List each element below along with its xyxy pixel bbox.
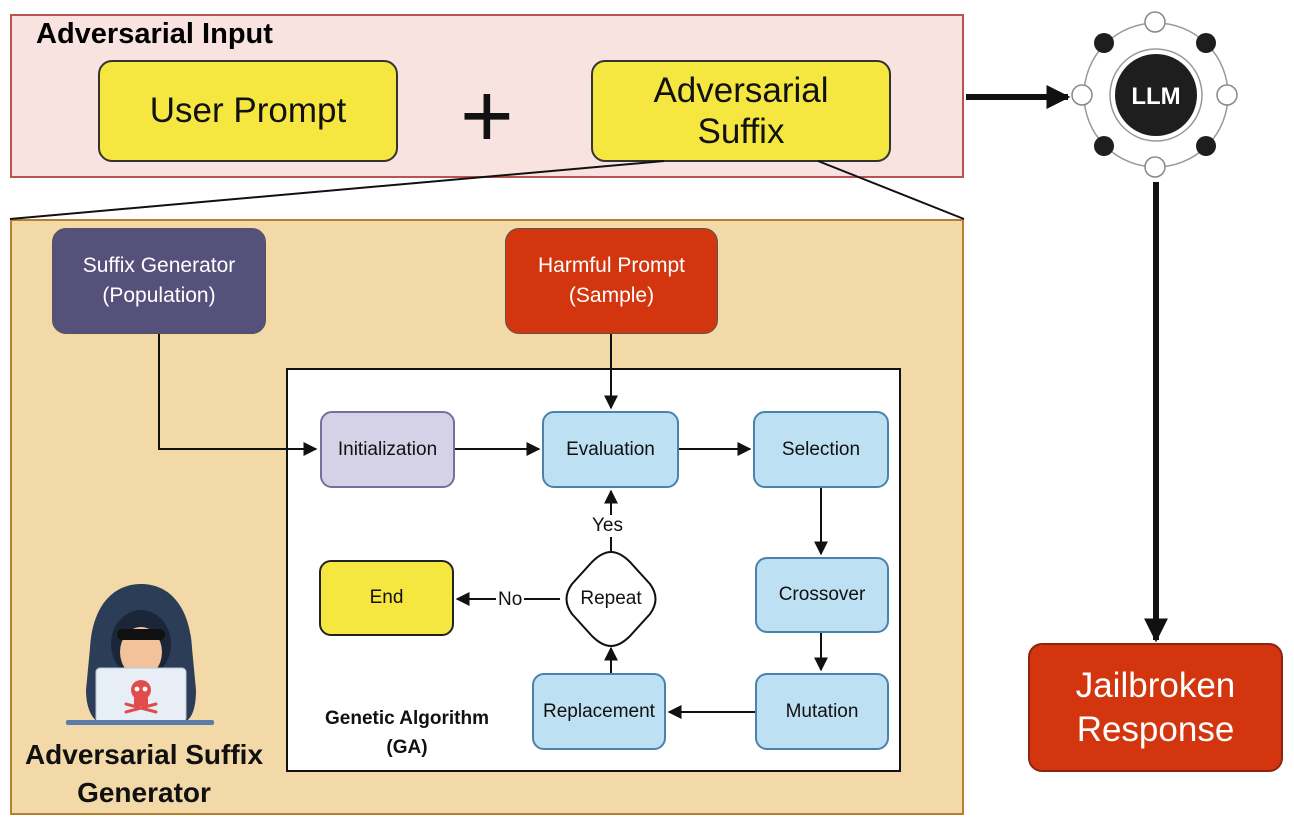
evaluation-box[interactable]: Evaluation [542, 411, 679, 488]
llm-node-dot [1094, 33, 1114, 53]
end-label: End [369, 587, 404, 608]
llm-node[interactable]: LLM [1071, 11, 1238, 178]
llm-label: LLM [1131, 83, 1180, 110]
crossover-box[interactable]: Crossover [755, 557, 889, 633]
llm-node-dot [1216, 84, 1238, 106]
replacement-box[interactable]: Replacement [532, 673, 666, 750]
mutation-label: Mutation [785, 700, 859, 722]
jailbroken-label-line2: Response [1076, 709, 1235, 749]
hacker-icon [66, 584, 214, 725]
mutation-box[interactable]: Mutation [755, 673, 889, 750]
adversarial-input-title: Adversarial Input [36, 18, 273, 50]
no-label: No [496, 589, 525, 611]
zoom-line-left [9, 160, 665, 220]
jailbroken-label-line1: Jailbroken [1075, 665, 1236, 705]
selection-label: Selection [781, 438, 861, 460]
adversarial-suffix-label-line1: Adversarial [653, 70, 829, 110]
llm-core [1115, 54, 1197, 136]
suffix-generator-label-line2: (Population) [102, 284, 216, 307]
crossover-label: Crossover [778, 584, 866, 605]
initialization-label: Initialization [337, 438, 438, 460]
initialization-box[interactable]: Initialization [320, 411, 455, 488]
repeat-diamond[interactable] [565, 550, 657, 648]
genetic-algorithm-title-line1: Genetic Algorithm [325, 708, 489, 729]
harmful-prompt-label-line2: (Sample) [568, 284, 655, 307]
adversarial-suffix-label-line2: Suffix [697, 112, 785, 151]
plus-sign: + [460, 65, 514, 167]
suffix-generator-label-line1: Suffix Generator [82, 254, 236, 278]
user-prompt-label: User Prompt [149, 91, 347, 131]
generator-title-line2: Generator [77, 777, 211, 809]
generator-title-line1: Adversarial Suffix [24, 739, 264, 770]
harmful-prompt-box[interactable]: Harmful Prompt (Sample) [505, 228, 718, 334]
end-box[interactable]: End [319, 560, 454, 636]
replacement-label: Replacement [543, 700, 655, 722]
llm-node-dot [1094, 136, 1114, 156]
llm-node-dot [1196, 33, 1216, 53]
selection-box[interactable]: Selection [753, 411, 889, 488]
llm-node-dot [1071, 84, 1093, 106]
genetic-algorithm-title-line2: (GA) [386, 737, 428, 759]
jailbroken-response-box[interactable]: Jailbroken Response [1028, 643, 1283, 772]
yes-label: Yes [590, 515, 625, 537]
arrow-suffixgen-to-initialization [158, 334, 318, 456]
llm-node-dot [1196, 136, 1216, 156]
llm-node-dot [1144, 11, 1166, 33]
llm-node-dot [1144, 156, 1166, 178]
adversarial-suffix-generator-title: Adversarial Suffix Generator [6, 736, 282, 812]
evaluation-label: Evaluation [566, 438, 655, 460]
suffix-generator-box[interactable]: Suffix Generator (Population) [52, 228, 266, 334]
zoom-line-right [817, 160, 965, 220]
user-prompt-box[interactable]: User Prompt [98, 60, 398, 162]
adversarial-suffix-box[interactable]: Adversarial Suffix [591, 60, 891, 162]
harmful-prompt-label-line1: Harmful Prompt [537, 254, 686, 278]
genetic-algorithm-title: Genetic Algorithm (GA) [296, 704, 518, 763]
repeat-label: Repeat [580, 588, 642, 609]
